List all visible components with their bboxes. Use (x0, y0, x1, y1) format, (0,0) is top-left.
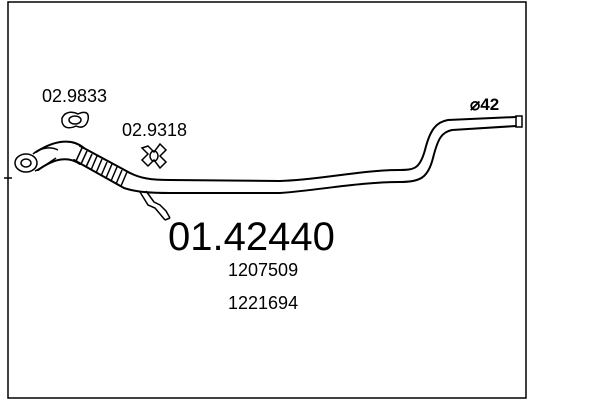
front-bend-pipe (35, 140, 85, 171)
gasket-icon (61, 111, 90, 129)
diagram-frame (7, 1, 527, 399)
reference-number-2: 1221694 (228, 293, 298, 313)
main-part-number: 01.42440 (168, 215, 335, 259)
flexible-joint (73, 145, 131, 189)
gasket-part-number: 02.9833 (42, 86, 107, 106)
reference-number-1: 1207509 (228, 260, 298, 280)
clamp-icon (140, 142, 168, 170)
clamp-part-number: 02.9318 (122, 120, 187, 140)
main-pipe (123, 115, 523, 194)
pipe-diameter-label: ⌀42 (470, 95, 499, 114)
sensor-bracket (139, 190, 171, 221)
